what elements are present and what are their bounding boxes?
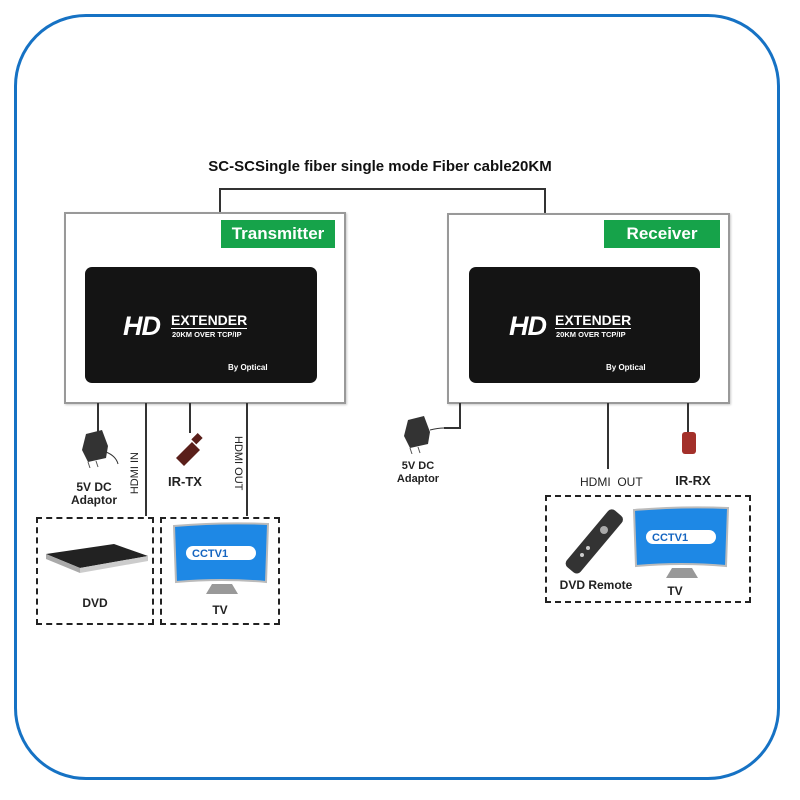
frame-border — [14, 14, 780, 780]
tv-channel-text: CCTV1 — [192, 548, 228, 560]
hdmi-out-cable — [607, 403, 609, 469]
tv-label: TV — [212, 603, 228, 617]
receiver-panel: HD EXTENDER 20KM OVER TCP/IP By Optical — [469, 267, 700, 383]
by-optical-label: By Optical — [606, 363, 646, 372]
ir-rx-cable — [687, 403, 689, 433]
hdmi-in-cable — [145, 403, 147, 516]
extender-subtitle: 20KM OVER TCP/IP — [556, 330, 626, 339]
ir-tx-icon — [176, 433, 203, 466]
fiber-line — [219, 188, 221, 213]
adaptor-label: 5V DC Adaptor — [396, 460, 440, 485]
adaptor-cable — [444, 427, 461, 429]
ir-tx-cable — [189, 403, 191, 433]
fiber-line — [219, 188, 546, 190]
dvd-remote-label: DVD Remote — [559, 578, 633, 592]
tv-label: TV — [667, 584, 683, 598]
hdmi-in-label: HDMI IN — [129, 452, 141, 495]
hd-logo: HD — [509, 311, 547, 341]
tv-box — [160, 517, 280, 625]
transmitter-tag: Transmitter — [221, 220, 335, 248]
power-adaptor-icon — [404, 416, 444, 454]
adaptor-cable — [459, 403, 461, 429]
tv-icon: CCTV1 — [632, 506, 730, 578]
ir-tx-label: IR-TX — [168, 474, 202, 489]
dvd-box — [36, 517, 154, 625]
hdmi-out-label: HDMI OUT — [232, 436, 244, 491]
hd-logo: HD — [123, 311, 161, 341]
receiver-tag: Receiver — [604, 220, 720, 248]
adaptor-label: 5V DC Adaptor — [71, 480, 117, 507]
ir-rx-label: IR-RX — [675, 473, 711, 488]
ir-rx-icon — [682, 432, 696, 454]
tv-icon: CCTV1 — [172, 522, 270, 594]
by-optical-label: By Optical — [228, 363, 268, 372]
hdmi-out-label: HDMI OUT — [580, 475, 643, 489]
extender-label: EXTENDER — [171, 312, 248, 329]
extender-subtitle: 20KM OVER TCP/IP — [172, 330, 242, 339]
fiber-cable-title: SC-SCSingle fiber single mode Fiber cabl… — [208, 158, 552, 175]
remote-control-icon — [565, 509, 623, 574]
power-adaptor-icon — [82, 430, 119, 468]
fiber-line — [544, 188, 546, 214]
dvd-player-icon — [46, 544, 148, 573]
dvd-label: DVD — [82, 596, 108, 610]
tv-channel-text: CCTV1 — [652, 532, 688, 544]
extender-label: EXTENDER — [555, 312, 632, 329]
transmitter-panel: HD EXTENDER 20KM OVER TCP/IP By Optical — [85, 267, 317, 383]
adaptor-cable — [97, 403, 99, 433]
receiver-devices-box — [545, 495, 751, 603]
hdmi-out-cable — [246, 403, 248, 516]
